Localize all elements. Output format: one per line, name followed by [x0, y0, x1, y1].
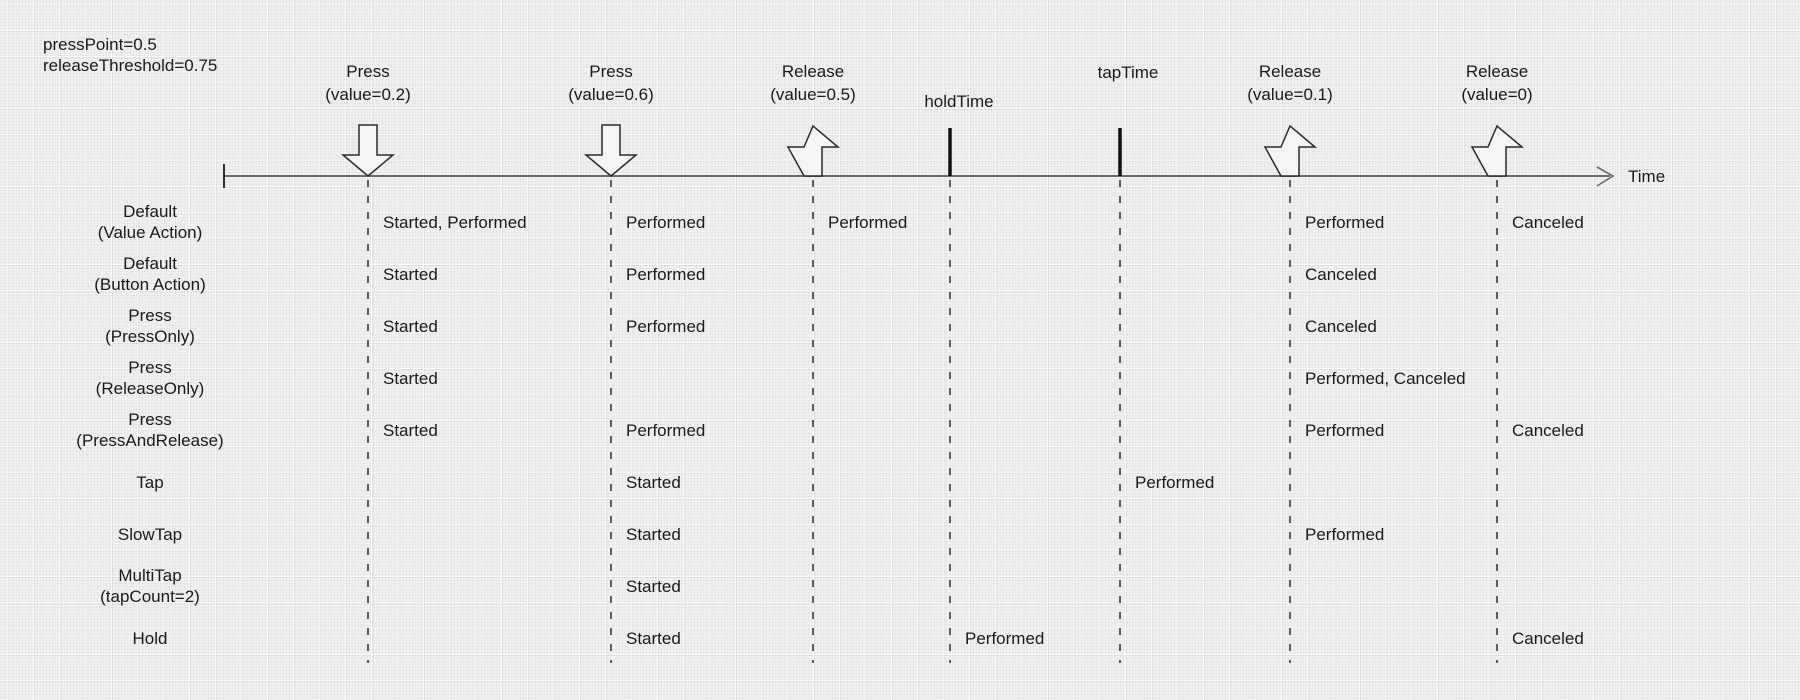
marker-label-line1: holdTime [924, 92, 993, 111]
interaction-row: Hold Started Performed Canceled [133, 629, 1584, 648]
marker-release-value-0-5: Release (value=0.5) [770, 62, 856, 663]
interaction-row: Tap Started Performed [136, 473, 1214, 492]
marker-label-line1: Press [346, 62, 389, 81]
event-label: Performed [828, 213, 907, 232]
event-label: Started [383, 265, 438, 284]
row-label-line2: (ReleaseOnly) [96, 379, 205, 398]
interaction-row: MultiTap (tapCount=2) Started [100, 566, 681, 606]
marker-label-line2: (value=0.6) [568, 85, 654, 104]
event-label: Started [626, 473, 681, 492]
marker-label-line2: (value=0) [1461, 85, 1532, 104]
marker-label-line1: Release [782, 62, 844, 81]
marker-release-value-0: Release (value=0) [1461, 62, 1533, 663]
interaction-row: Press (PressAndRelease) Started Performed Pe… [76, 410, 1584, 450]
marker-label-line1: Release [1466, 62, 1528, 81]
marker-release-value-0-1: Release (value=0.1) [1247, 62, 1333, 663]
event-label: Performed [1305, 525, 1384, 544]
release-threshold-annotation: releaseThreshold=0.75 [43, 56, 217, 75]
row-label-line2: (PressAndRelease) [76, 431, 223, 450]
row-label-line1: Default [123, 202, 177, 221]
marker-label-line1: Press [589, 62, 632, 81]
row-label-line1: SlowTap [118, 525, 182, 544]
row-label-line1: Press [128, 410, 171, 429]
row-label-line2: (Button Action) [94, 275, 206, 294]
interaction-row: Default (Value Action) Started, Performed P… [98, 202, 1584, 242]
time-axis: Time [223, 164, 1665, 188]
marker-label-line1: tapTime [1098, 63, 1159, 82]
row-label-line1: Default [123, 254, 177, 273]
event-label: Started [626, 577, 681, 596]
row-label-line1: Tap [136, 473, 163, 492]
time-axis-label: Time [1628, 167, 1665, 186]
row-label-line2: (Value Action) [98, 223, 203, 242]
interaction-row: SlowTap Started Performed [118, 525, 1385, 544]
event-label: Performed, Canceled [1305, 369, 1466, 388]
event-label: Canceled [1305, 317, 1377, 336]
event-label: Started [626, 629, 681, 648]
event-label: Performed [1305, 421, 1384, 440]
row-label-line2: (PressOnly) [105, 327, 195, 346]
event-label: Performed [626, 265, 705, 284]
release-arrow-up-icon [1470, 124, 1525, 177]
event-label: Performed [626, 421, 705, 440]
row-label-line1: Hold [133, 629, 168, 648]
row-label-line1: Press [128, 358, 171, 377]
marker-hold-time: holdTime [924, 92, 994, 663]
release-arrow-up-icon [1263, 124, 1318, 177]
event-label: Started [383, 421, 438, 440]
threshold-annotation: pressPoint=0.5 releaseThreshold=0.75 [43, 35, 217, 75]
row-label-line1: MultiTap [118, 566, 181, 585]
release-arrow-up-icon [786, 124, 841, 177]
event-label: Performed [626, 317, 705, 336]
marker-tap-time: tapTime [1098, 63, 1159, 663]
marker-label-line1: Release [1259, 62, 1321, 81]
event-label: Performed [1305, 213, 1384, 232]
markers-layer: Press (value=0.2) Press (value=0.6) Release (… [325, 62, 1533, 663]
event-label: Started, Performed [383, 213, 527, 232]
event-label: Canceled [1512, 629, 1584, 648]
interaction-row: Press (PressOnly) Started Performed Canceled [105, 306, 1377, 346]
event-label: Started [383, 369, 438, 388]
event-label: Canceled [1512, 213, 1584, 232]
marker-press-value-0-2: Press (value=0.2) [325, 62, 411, 663]
interaction-row: Press (ReleaseOnly) Started Performed, Canc… [96, 358, 1466, 398]
event-label: Performed [965, 629, 1044, 648]
event-label: Performed [1135, 473, 1214, 492]
event-label: Performed [626, 213, 705, 232]
time-axis-arrowhead-icon [1596, 166, 1615, 187]
event-label: Started [383, 317, 438, 336]
marker-press-value-0-6: Press (value=0.6) [568, 62, 654, 663]
row-label-line1: Press [128, 306, 171, 325]
event-label: Canceled [1512, 421, 1584, 440]
row-label-line2: (tapCount=2) [100, 587, 200, 606]
press-arrow-down-icon [340, 124, 396, 177]
event-label: Started [626, 525, 681, 544]
marker-label-line2: (value=0.1) [1247, 85, 1333, 104]
marker-label-line2: (value=0.5) [770, 85, 856, 104]
press-arrow-down-icon [583, 124, 639, 177]
interaction-row: Default (Button Action) Started Performed Ca… [94, 254, 1377, 294]
press-point-annotation: pressPoint=0.5 [43, 35, 157, 54]
marker-label-line2: (value=0.2) [325, 85, 411, 104]
event-label: Canceled [1305, 265, 1377, 284]
